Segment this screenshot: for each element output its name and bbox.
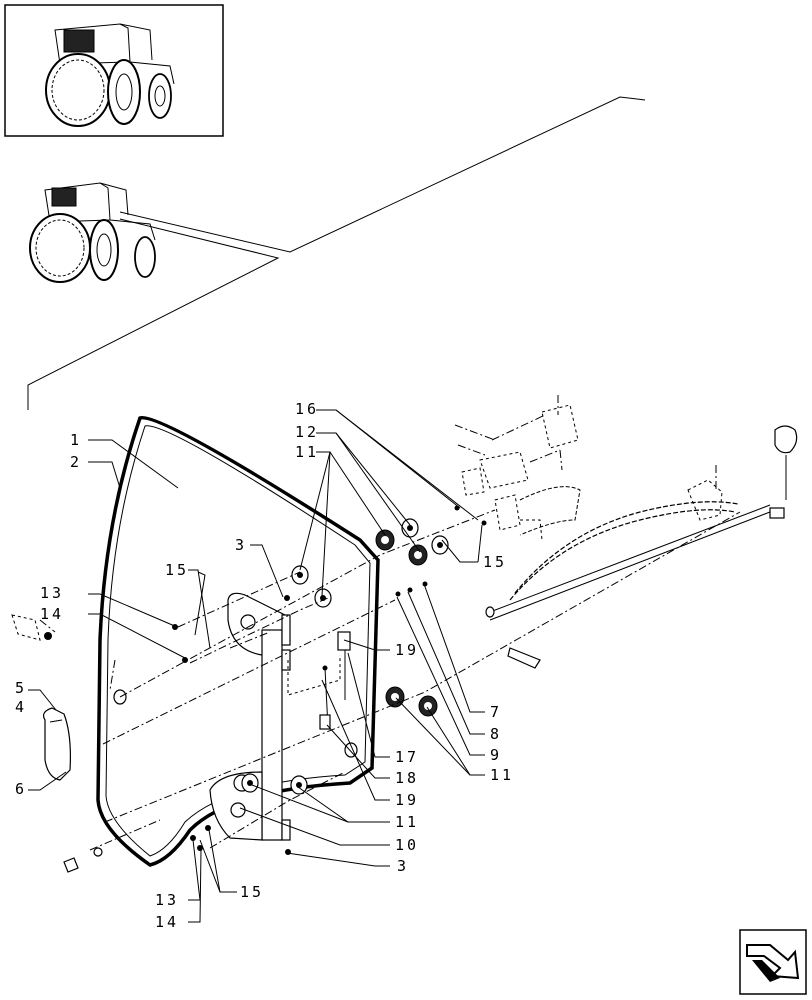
callout-14b: 14 (155, 913, 179, 931)
callout-10: 10 (395, 836, 419, 854)
callout-17: 17 (395, 748, 419, 766)
callout-13b: 13 (155, 891, 179, 909)
perspective-lines (27, 96, 646, 410)
left-small-parts (11, 614, 103, 873)
washers (113, 518, 449, 795)
upper-mechanism (454, 395, 798, 541)
callout-15a: 15 (165, 561, 189, 579)
bolts-and-pins (172, 505, 487, 855)
assembly-lines (39, 509, 741, 851)
callout-11b: 11 (490, 766, 514, 784)
callout-1: 1 (70, 431, 82, 449)
callout-7: 7 (490, 703, 502, 721)
tractor-location-icon (29, 182, 156, 283)
callout-4: 4 (15, 698, 27, 716)
callout-6: 6 (15, 780, 27, 798)
rear-window-glass (96, 416, 380, 867)
callout-11a: 11 (295, 443, 319, 461)
callout-2: 2 (70, 453, 82, 471)
hose-assembly (485, 486, 785, 669)
callout-9: 9 (490, 746, 502, 764)
callout-16: 16 (295, 400, 319, 418)
callout-19a: 19 (395, 641, 419, 659)
callout-8: 8 (490, 725, 502, 743)
callout-labels: 1 2 3 3 4 5 6 7 8 9 10 11 11 11 12 13 13… (15, 400, 514, 931)
callout-15c: 15 (240, 883, 264, 901)
leader-lines (28, 409, 485, 923)
door-handle (42, 707, 71, 781)
callout-12: 12 (295, 423, 319, 441)
callout-3b: 3 (397, 857, 409, 875)
callout-11c: 11 (395, 813, 419, 831)
hinge-bracket (209, 592, 291, 841)
callout-19b: 19 (395, 791, 419, 809)
callout-13a: 13 (40, 584, 64, 602)
callout-5: 5 (15, 679, 27, 697)
callout-14a: 14 (40, 605, 64, 623)
next-page-arrow-icon[interactable] (739, 929, 807, 995)
callout-15b: 15 (483, 553, 507, 571)
tractor-thumbnail-icon (4, 4, 224, 137)
callout-18: 18 (395, 769, 419, 787)
callout-3a: 3 (235, 536, 247, 554)
